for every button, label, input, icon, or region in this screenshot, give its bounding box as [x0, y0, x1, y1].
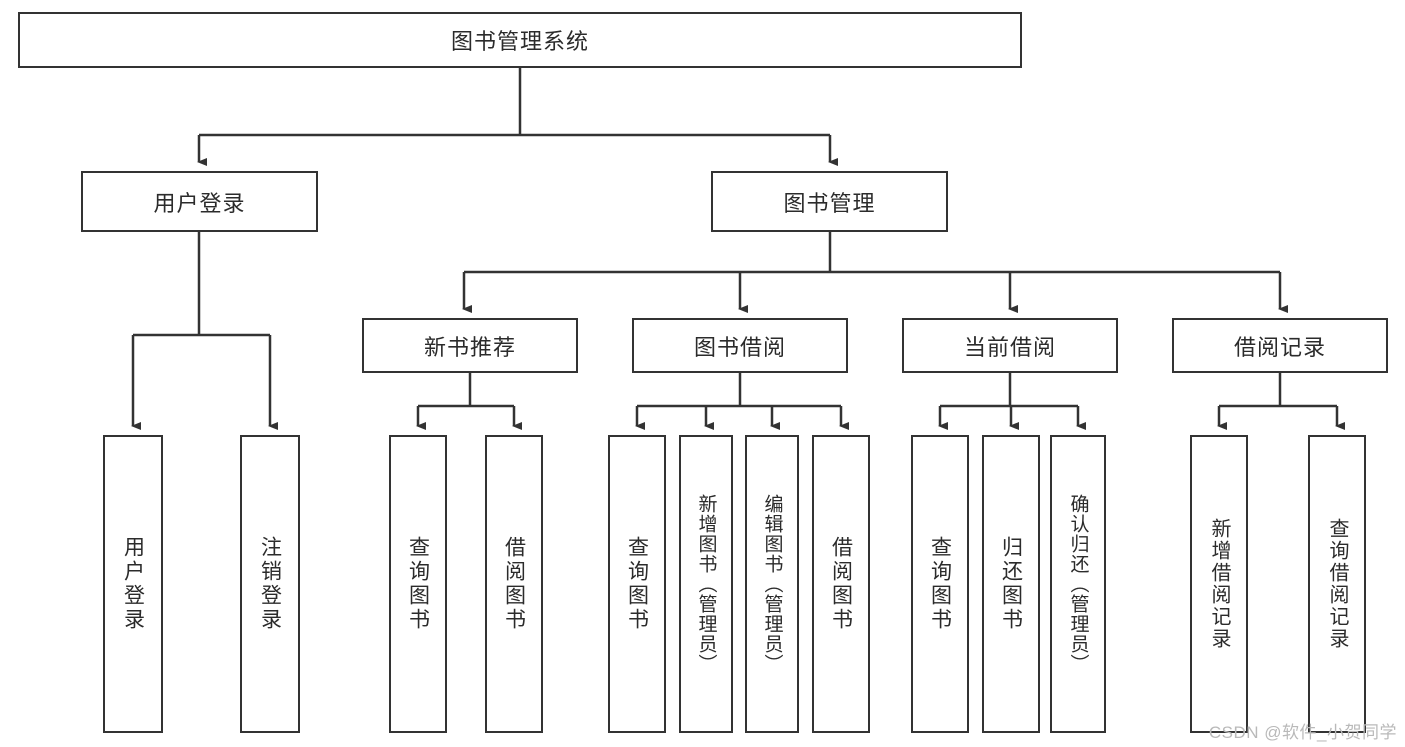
- node-borrowing-record[interactable]: 借阅记录: [1172, 318, 1388, 373]
- leaf-add-book-admin[interactable]: 新增图书（管理员）: [679, 435, 733, 733]
- leaf-add-borrowing-record[interactable]: 新增借阅记录: [1190, 435, 1248, 733]
- node-current-borrowing[interactable]: 当前借阅: [902, 318, 1118, 373]
- node-book-management[interactable]: 图书管理: [711, 171, 948, 232]
- csdn-watermark: CSDN @软件_小贺同学: [1208, 723, 1397, 742]
- node-label: 查询图书: [928, 536, 952, 632]
- node-label: 用户登录: [153, 190, 246, 216]
- node-label: 查询图书: [406, 536, 430, 632]
- leaf-query-borrowing-record[interactable]: 查询借阅记录: [1308, 435, 1366, 733]
- node-user-login[interactable]: 用户登录: [81, 171, 318, 232]
- node-label: 确认归还（管理员）: [1067, 494, 1089, 674]
- node-label: 编辑图书（管理员）: [761, 494, 783, 674]
- node-label: 借阅记录: [1233, 334, 1326, 360]
- leaf-user-login[interactable]: 用户登录: [103, 435, 163, 733]
- leaf-user-logout[interactable]: 注销登录: [240, 435, 300, 733]
- node-new-book-recommendation[interactable]: 新书推荐: [362, 318, 578, 373]
- leaf-confirm-return-admin[interactable]: 确认归还（管理员）: [1050, 435, 1106, 733]
- node-label: 注销登录: [258, 536, 282, 632]
- node-label: 新书推荐: [423, 334, 516, 360]
- leaf-query-book-recommendation[interactable]: 查询图书: [389, 435, 447, 733]
- leaf-return-book[interactable]: 归还图书: [982, 435, 1040, 733]
- node-label: 归还图书: [999, 536, 1023, 632]
- node-label: 图书借阅: [693, 334, 786, 360]
- node-label: 查询图书: [625, 536, 649, 632]
- leaf-borrow-book-borrowing[interactable]: 借阅图书: [812, 435, 870, 733]
- node-label: 借阅图书: [829, 536, 853, 632]
- leaf-borrow-book-recommendation[interactable]: 借阅图书: [485, 435, 543, 733]
- node-label: 图书管理系统: [450, 29, 589, 54]
- node-label: 新增借阅记录: [1208, 518, 1230, 650]
- node-book-borrowing[interactable]: 图书借阅: [632, 318, 848, 373]
- node-root-book-management-system[interactable]: 图书管理系统: [18, 12, 1022, 68]
- leaf-edit-book-admin[interactable]: 编辑图书（管理员）: [745, 435, 799, 733]
- leaf-query-book-borrowing[interactable]: 查询图书: [608, 435, 666, 733]
- node-label: 查询借阅记录: [1326, 518, 1348, 650]
- node-label: 用户登录: [121, 536, 145, 632]
- node-label: 新增图书（管理员）: [695, 494, 717, 674]
- node-label: 借阅图书: [502, 536, 526, 632]
- node-label: 当前借阅: [963, 334, 1056, 360]
- leaf-query-book-current[interactable]: 查询图书: [911, 435, 969, 733]
- node-label: 图书管理: [783, 190, 876, 216]
